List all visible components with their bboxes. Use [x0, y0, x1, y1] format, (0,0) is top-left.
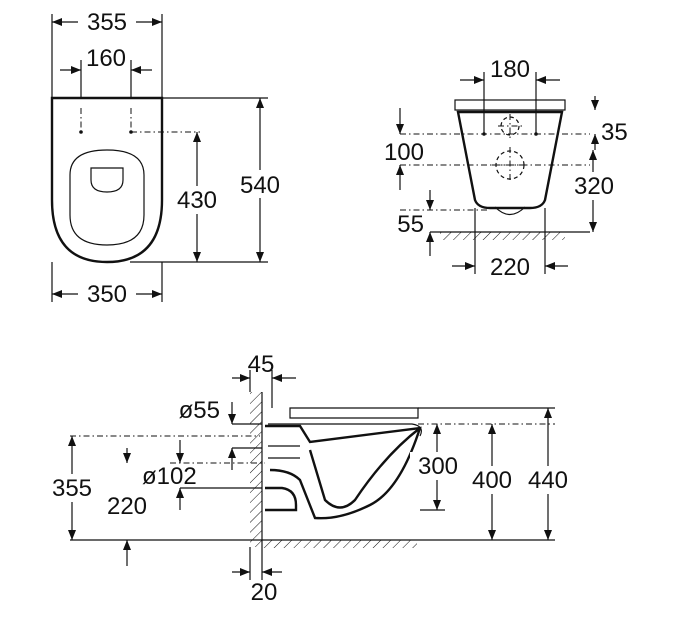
top-overall-length-label: 540	[240, 172, 280, 199]
side-outlet-diameter-label: ø102	[142, 463, 197, 490]
side-view-bowl	[265, 424, 422, 520]
front-view-outlet	[494, 206, 526, 216]
top-fixing-to-front-label: 430	[177, 187, 217, 214]
front-view-body	[456, 110, 564, 210]
top-view-seat-opening	[69, 149, 145, 246]
side-bowl-height-label: 400	[472, 467, 512, 494]
front-height-to-fixings-label: 320	[574, 173, 614, 200]
front-fixing-spacing-label: 180	[490, 56, 530, 83]
top-view-outline	[50, 96, 164, 264]
side-outlet-height-label: 220	[107, 493, 147, 520]
front-base-width-label: 220	[490, 254, 530, 281]
side-inlet-height-label: 355	[52, 475, 92, 502]
side-view: 45 ø55 ø102 355 220 300	[44, 351, 576, 606]
side-wall-offset-top-label: 45	[248, 351, 275, 378]
side-view-seat	[289, 407, 419, 419]
front-seat-thickness-label: 35	[601, 119, 628, 146]
front-outlet-height-label: 55	[397, 211, 424, 238]
side-total-height-label: 440	[528, 467, 568, 494]
front-view-seat	[454, 99, 566, 111]
top-view-seat-hinge	[90, 167, 124, 193]
top-fixing-spacing-label: 160	[86, 45, 126, 72]
front-fixing-offset-label: 100	[384, 139, 424, 166]
side-inlet-diameter-label: ø55	[179, 397, 220, 424]
front-view: 180 35 100 320 55 220	[384, 56, 628, 281]
top-overall-width-label: 355	[87, 9, 127, 36]
side-rim-height-label: 300	[418, 453, 458, 480]
top-view: 355 160 540 430 350	[50, 6, 288, 308]
top-base-width-label: 350	[87, 281, 127, 308]
side-wall-offset-bottom-label: 20	[251, 579, 278, 606]
side-view-outlet	[265, 486, 298, 512]
